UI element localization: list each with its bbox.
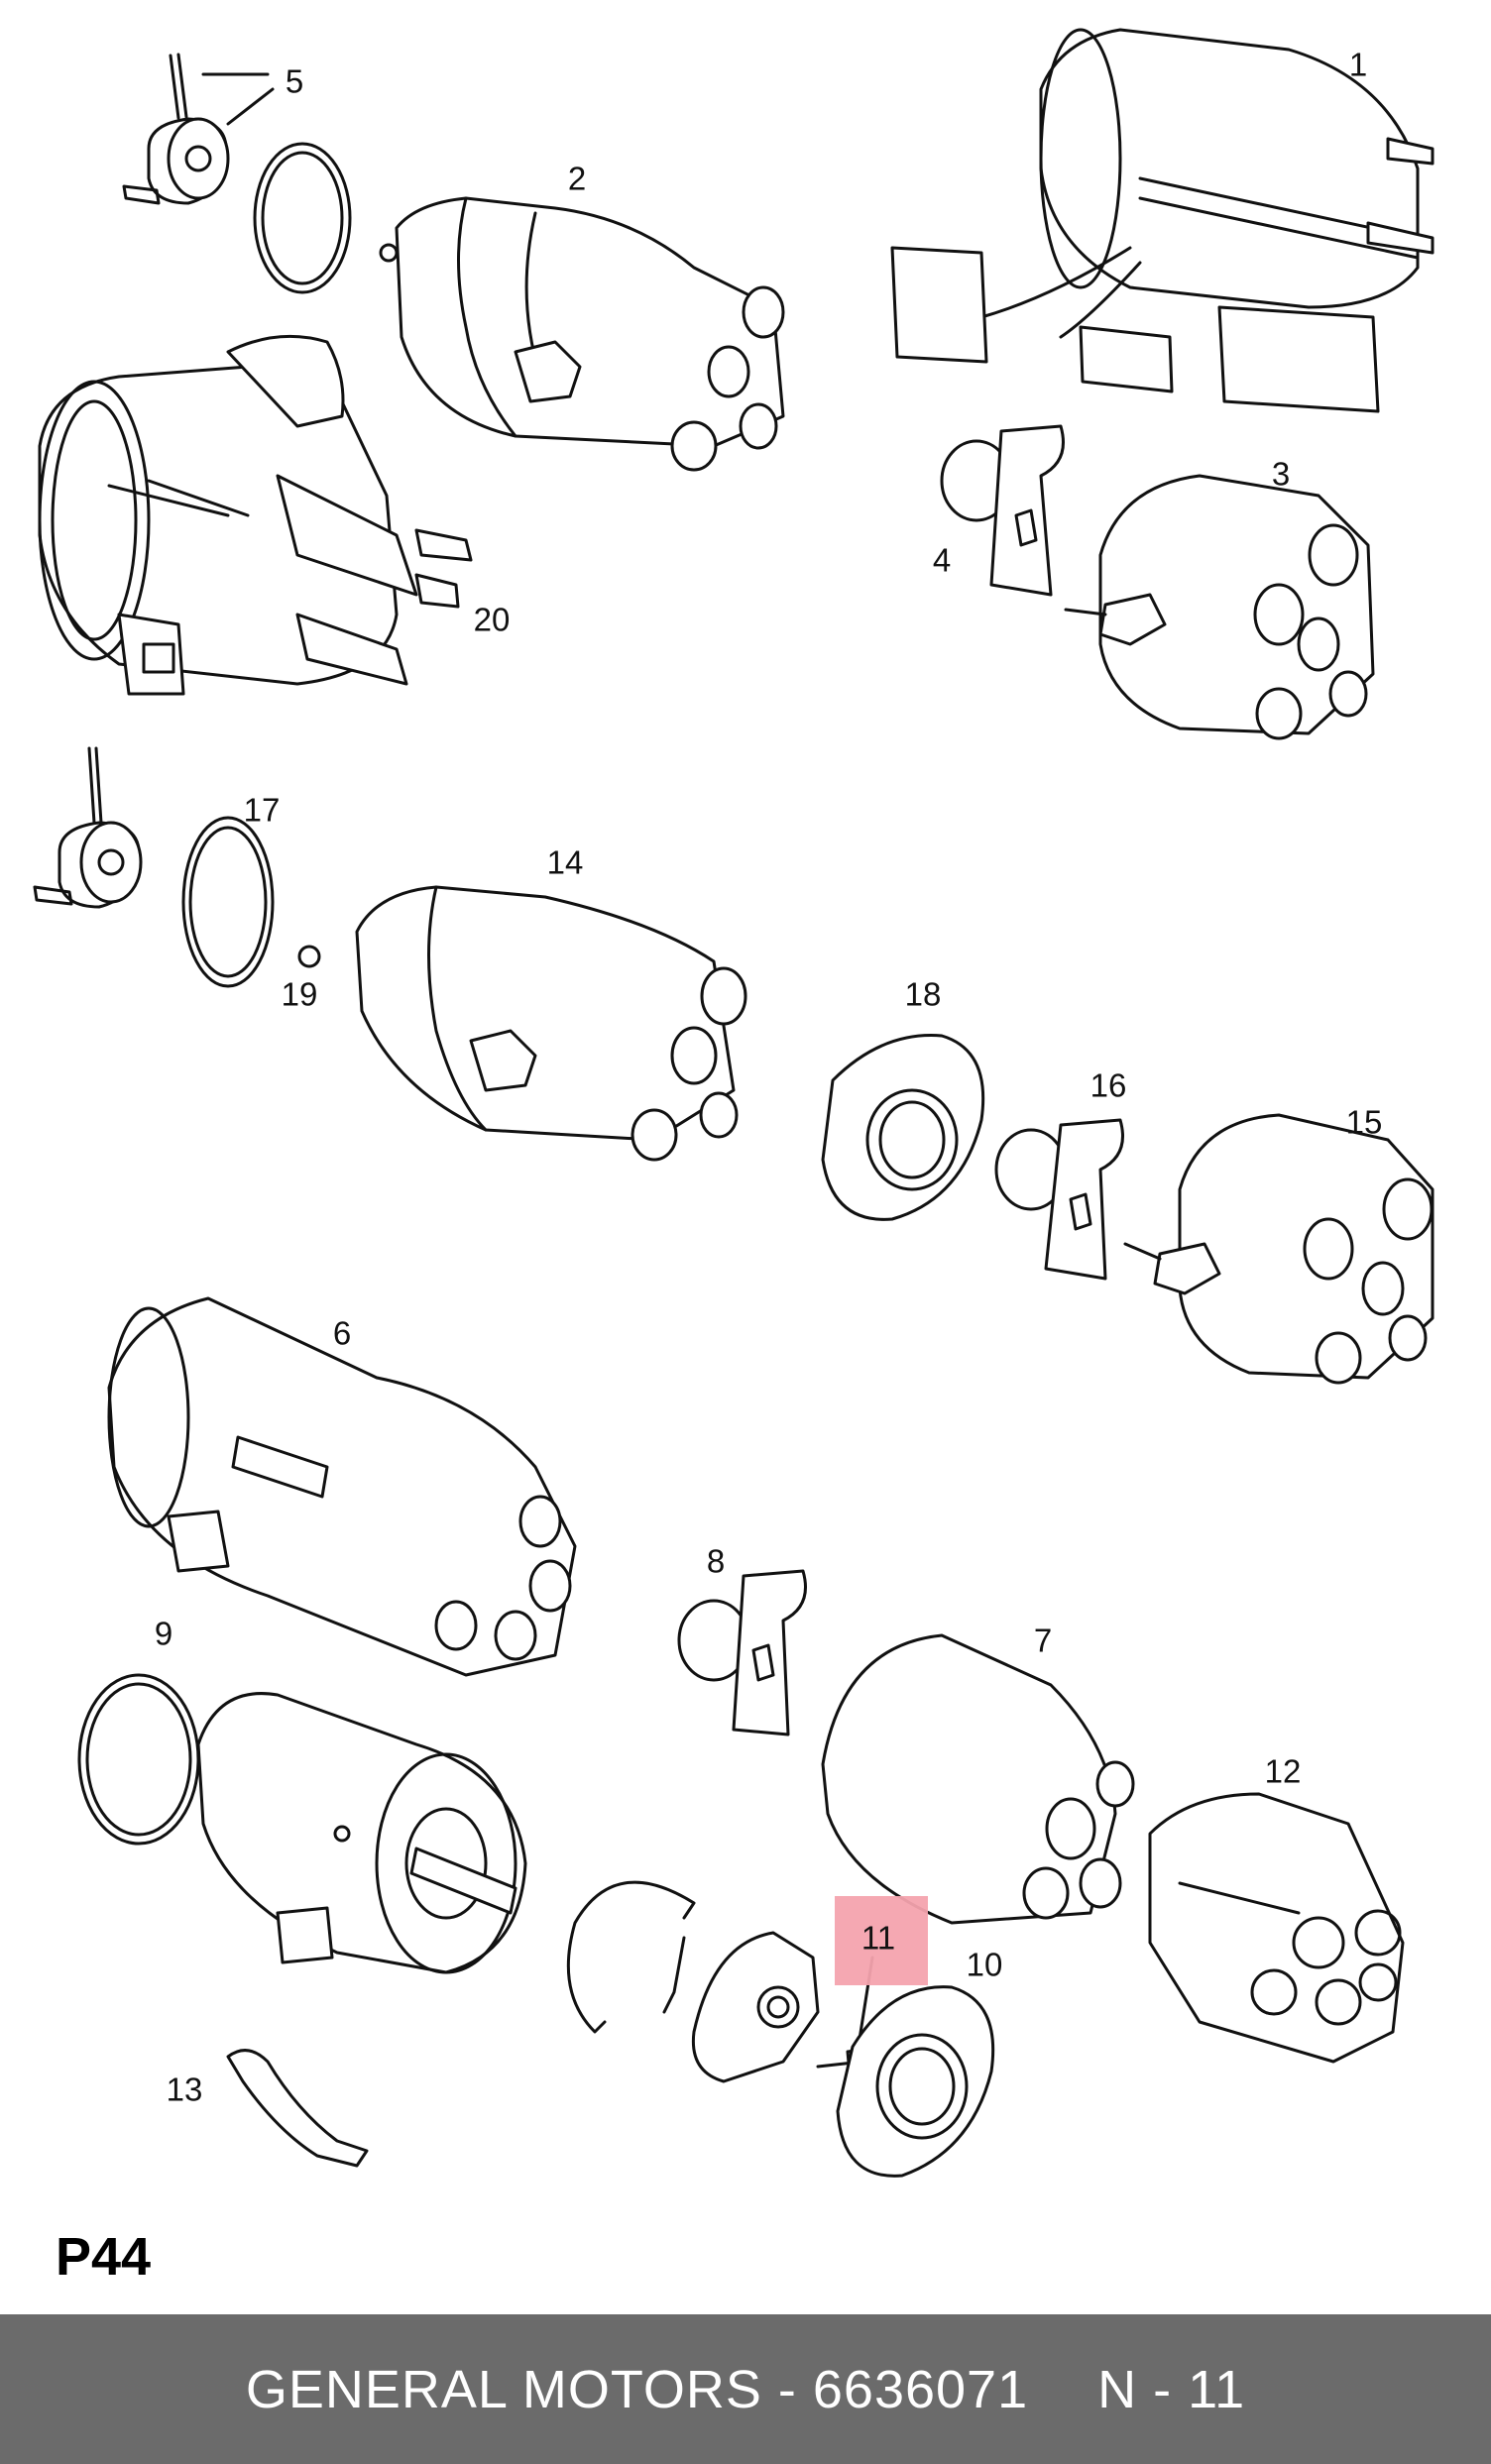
callout-15[interactable]: 15 (1345, 1103, 1383, 1141)
part-4-drawing (940, 424, 1065, 597)
part-16-drawing (994, 1118, 1124, 1281)
part-18-drawing (821, 1034, 985, 1221)
callout-3[interactable]: 3 (1271, 455, 1291, 493)
part-15-drawing (1123, 1113, 1434, 1385)
part-1-drawing (890, 28, 1434, 413)
footer-bar: GENERAL MOTORS - 6636071 N - 11 (0, 2314, 1491, 2464)
footer-position: N - 11 (1097, 2359, 1246, 2419)
part-17-drawing (181, 816, 275, 988)
callout-16[interactable]: 16 (1090, 1066, 1127, 1104)
callout-8[interactable]: 8 (706, 1542, 726, 1580)
part-plate-drawing (691, 1931, 820, 2083)
part-13-drawing (226, 2049, 369, 2168)
part-20-drawing (38, 334, 473, 696)
part-5-drawing (122, 53, 275, 205)
part-7-drawing (821, 1633, 1135, 1925)
part-19-drawing (297, 945, 321, 968)
callout-18[interactable]: 18 (904, 975, 942, 1013)
callout-19[interactable]: 19 (281, 975, 318, 1013)
part-housing-drawing (196, 1692, 527, 1974)
part-14-drawing (355, 885, 747, 1162)
part-clip-drawing (566, 1880, 696, 2034)
page-code: P44 (56, 2227, 152, 2287)
callout-9[interactable]: 9 (154, 1615, 173, 1652)
part-12-drawing (1148, 1792, 1405, 2064)
part-3-drawing (1064, 474, 1375, 740)
part-17-plate-drawing (33, 746, 143, 909)
callout-13[interactable]: 13 (166, 2071, 203, 2108)
callout-2[interactable]: 2 (567, 160, 587, 197)
callout-20[interactable]: 20 (473, 601, 511, 638)
callout-5[interactable]: 5 (285, 62, 304, 100)
callout-6[interactable]: 6 (332, 1314, 352, 1352)
part-oring-top-drawing (253, 142, 352, 294)
callout-1[interactable]: 1 (1348, 46, 1368, 83)
exploded-parts-diagram (33, 28, 1434, 2178)
footer-part-number: GENERAL MOTORS - 6636071 (245, 2359, 1029, 2419)
highlight-callout-11 (835, 1896, 928, 1985)
callout-11[interactable]: 11 (860, 1919, 896, 1957)
part-8-drawing (677, 1569, 807, 1736)
part-9-drawing (77, 1673, 200, 1846)
callout-7[interactable]: 7 (1033, 1622, 1053, 1659)
part-2-drawing (395, 196, 785, 472)
callout-10[interactable]: 10 (966, 1946, 1003, 1983)
callout-12[interactable]: 12 (1264, 1752, 1302, 1790)
part-6-drawing (107, 1296, 577, 1677)
callout-4[interactable]: 4 (932, 541, 952, 579)
callout-17[interactable]: 17 (243, 791, 281, 829)
callout-14[interactable]: 14 (546, 843, 584, 881)
part-10-drawing (836, 1985, 995, 2178)
